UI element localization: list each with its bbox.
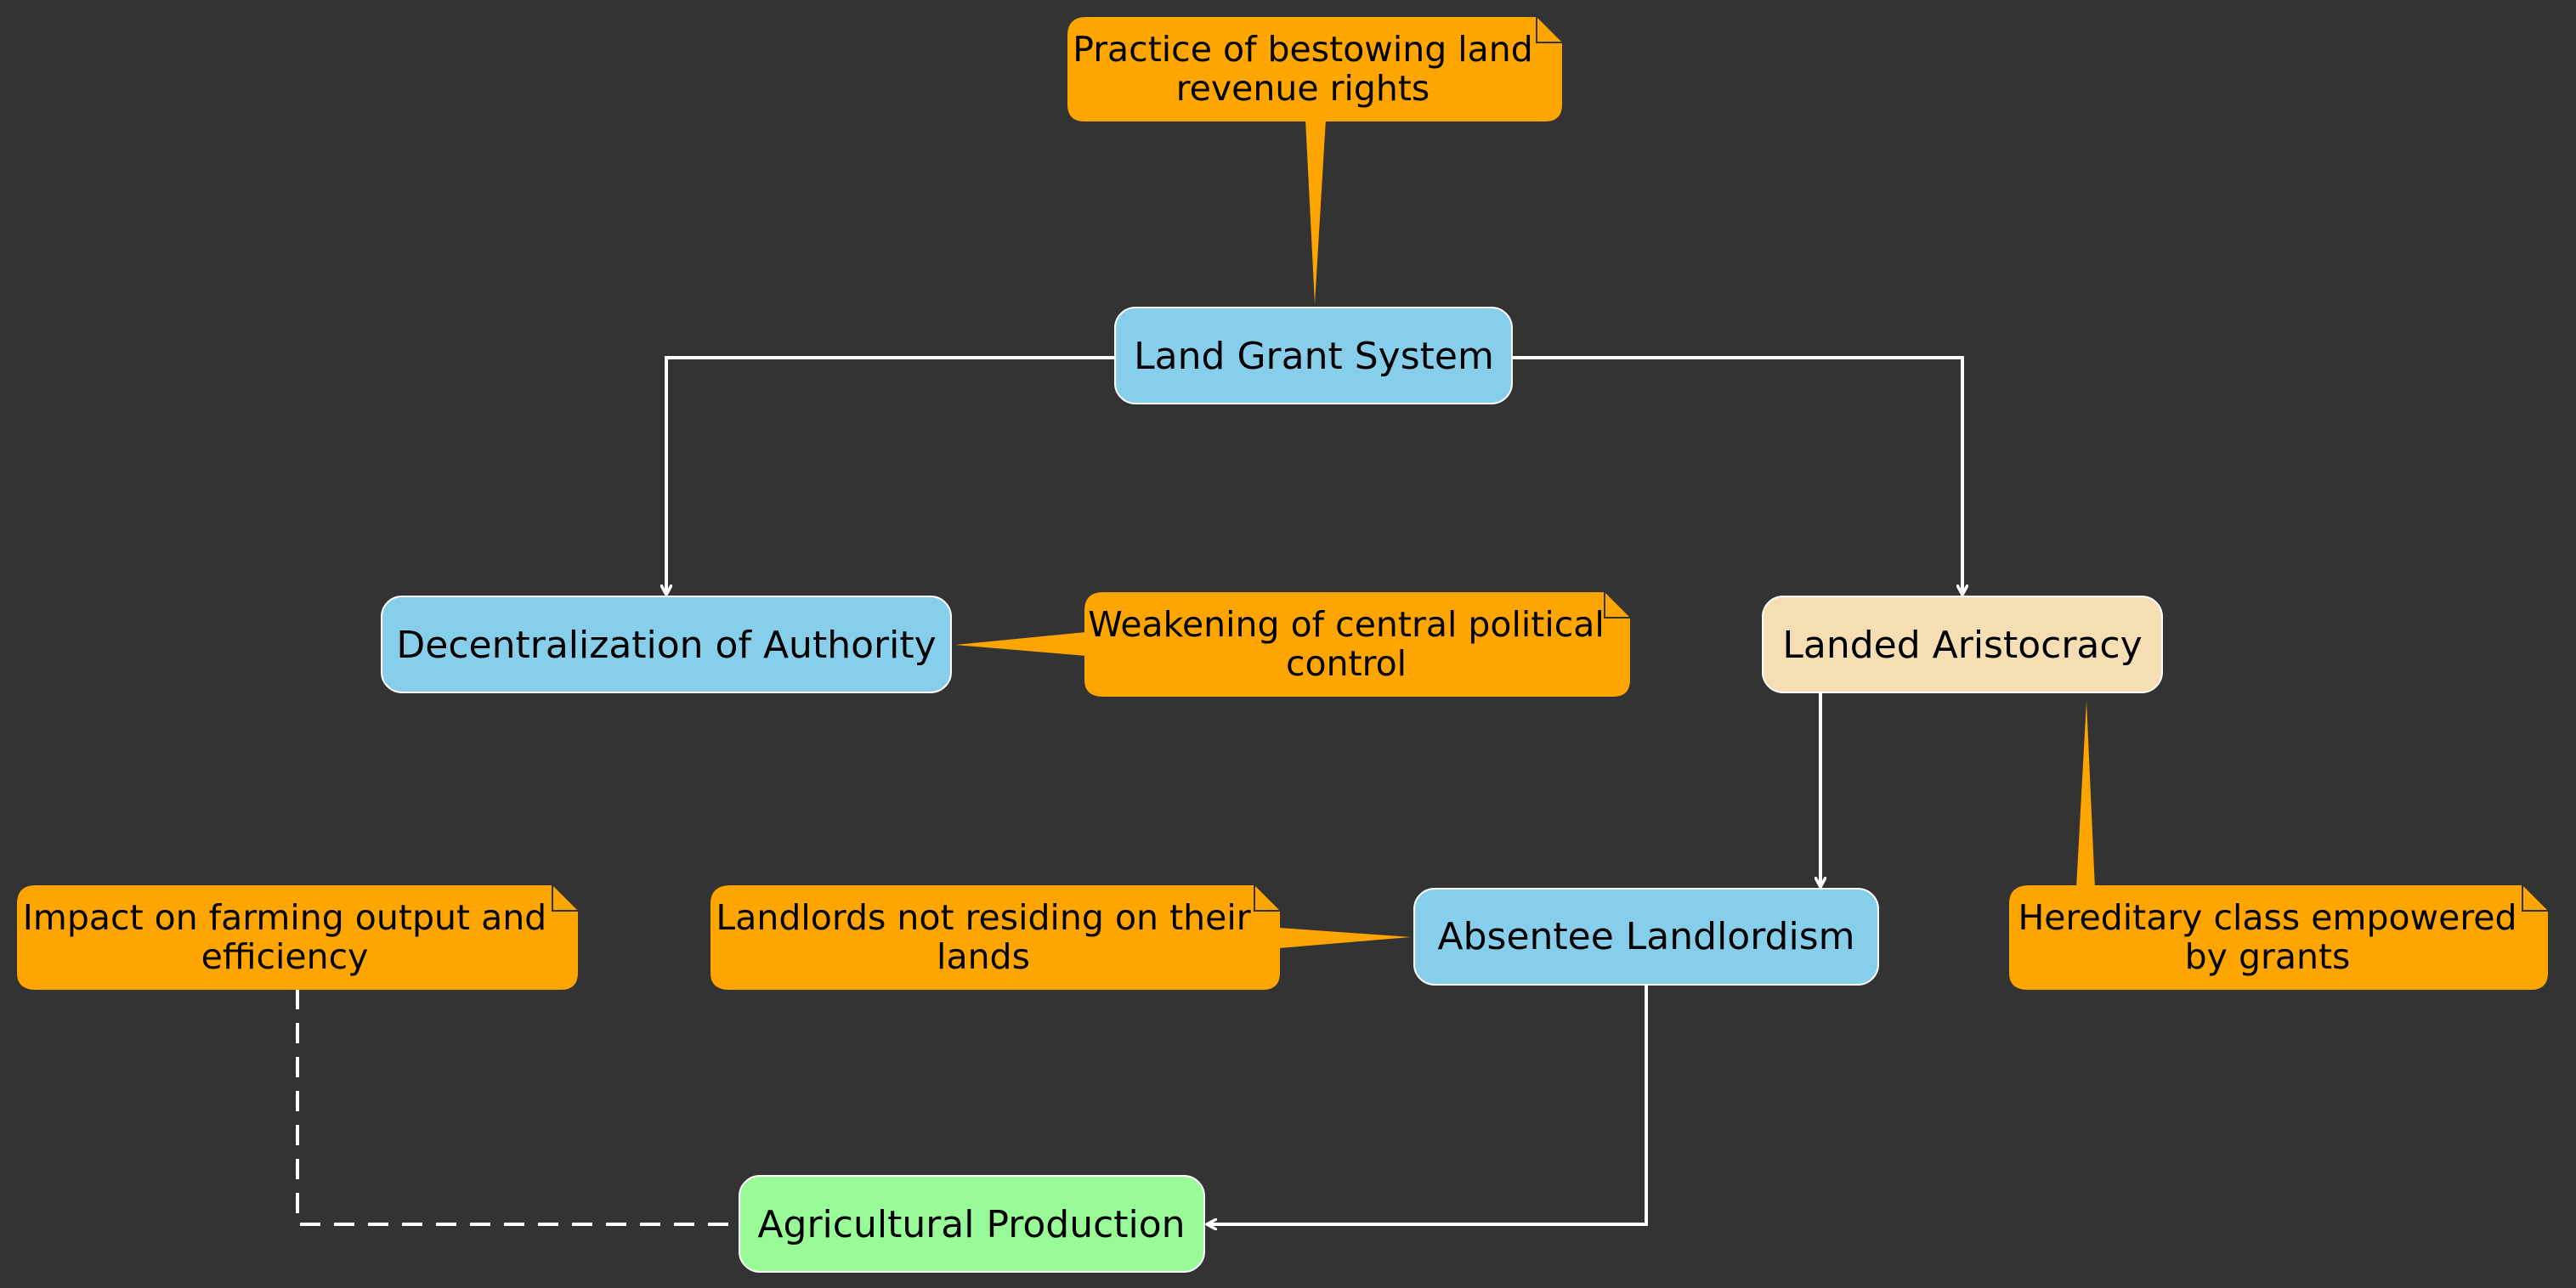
note-agriculture-line-1: Impact on farming output and bbox=[23, 897, 546, 938]
note-land-grant-line-1: Practice of bestowing land bbox=[1073, 29, 1533, 70]
node-land-grant-system-label: Land Grant System bbox=[1134, 335, 1494, 378]
node-landed-aristocracy-label: Landed Aristocracy bbox=[1782, 624, 2142, 667]
note-decentralization-line-2: control bbox=[1286, 643, 1407, 684]
note-absentee-line-2: lands bbox=[937, 936, 1030, 977]
edges bbox=[296, 356, 1962, 1226]
note-decentralization-line-1: Weakening of central political bbox=[1088, 604, 1605, 645]
note-absentee: Landlords not residing on their lands bbox=[711, 885, 1280, 990]
note-agriculture: Impact on farming output and efficiency bbox=[17, 885, 578, 990]
pointer-decentralization-note bbox=[955, 632, 1086, 656]
node-landed-aristocracy[interactable]: Landed Aristocracy bbox=[1762, 596, 2163, 693]
note-aristocracy: Hereditary class empowered by grants bbox=[2009, 885, 2548, 990]
note-pointers bbox=[955, 119, 2095, 948]
edge-agriculture-note-link bbox=[296, 989, 739, 1226]
node-absentee-landlordism-label: Absentee Landlordism bbox=[1438, 915, 1855, 958]
note-land-grant: Practice of bestowing land revenue right… bbox=[1067, 17, 1562, 121]
node-agricultural-production-label: Agricultural Production bbox=[757, 1203, 1185, 1246]
edge-land-grant-to-decentralization bbox=[666, 356, 1115, 595]
node-decentralization-of-authority[interactable]: Decentralization of Authority bbox=[381, 596, 952, 693]
note-aristocracy-line-1: Hereditary class empowered bbox=[2018, 897, 2517, 938]
pointer-absentee-note bbox=[1279, 928, 1411, 948]
node-land-grant-system[interactable]: Land Grant System bbox=[1114, 307, 1513, 404]
node-absentee-landlordism[interactable]: Absentee Landlordism bbox=[1413, 888, 1879, 986]
note-land-grant-line-2: revenue rights bbox=[1176, 68, 1430, 109]
pointer-aristocracy-note bbox=[2076, 701, 2095, 889]
edge-land-grant-to-aristocracy bbox=[1512, 356, 1962, 595]
edge-absentee-to-agriculture bbox=[1207, 985, 1648, 1224]
note-decentralization: Weakening of central political control bbox=[1084, 592, 1630, 697]
note-aristocracy-line-2: by grants bbox=[2185, 936, 2351, 977]
node-decentralization-label: Decentralization of Authority bbox=[396, 624, 936, 667]
pointer-land-grant-note bbox=[1305, 119, 1326, 304]
node-agricultural-production[interactable]: Agricultural Production bbox=[739, 1175, 1205, 1273]
note-agriculture-line-2: efficiency bbox=[201, 936, 369, 977]
note-absentee-line-1: Landlords not residing on their bbox=[716, 897, 1250, 938]
